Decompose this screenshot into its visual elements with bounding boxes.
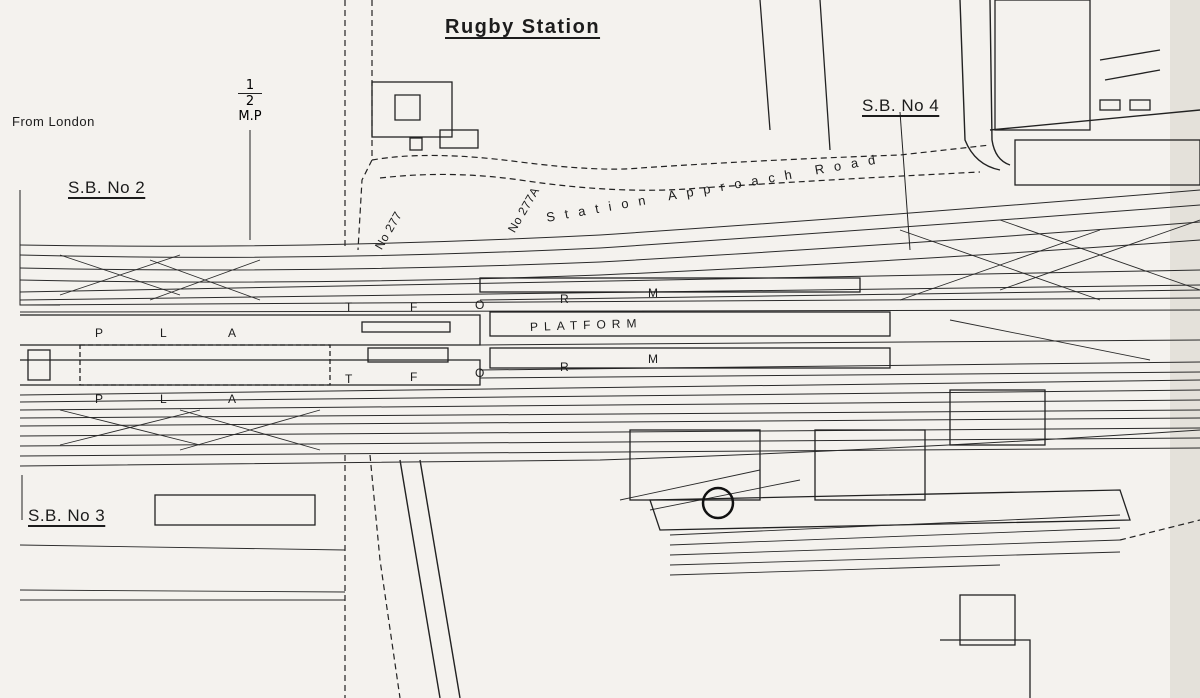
signal-box-4-label: S.B. No 4 <box>862 96 940 115</box>
platform-letter: L <box>160 392 170 406</box>
platform-letter: R <box>560 292 572 306</box>
road-solid <box>399 0 1200 698</box>
buildings-top <box>371 0 1200 186</box>
platform-letter: F <box>410 370 421 384</box>
platform-letter: A <box>228 326 240 340</box>
platform-letter: L <box>160 326 170 340</box>
platforms <box>20 277 891 386</box>
from-london-label: From London <box>12 114 95 129</box>
platform-letter: M <box>648 352 661 366</box>
platform-letter: T <box>345 372 356 386</box>
milepost-denominator: 2 <box>238 93 262 109</box>
milepost-marker: 1 2 M.P <box>238 78 262 124</box>
platform-letter: T <box>345 300 356 314</box>
crossovers <box>59 219 1200 511</box>
page-title: Rugby Station <box>445 16 601 38</box>
milepost-unit: M.P <box>238 109 262 124</box>
goods-buildings <box>154 389 1131 698</box>
platform-letter: O <box>475 366 488 380</box>
road-outlines <box>344 0 1200 698</box>
signal-box-3-label: S.B. No 3 <box>28 506 106 525</box>
turntable <box>701 486 735 520</box>
platform-letter: P <box>95 326 107 340</box>
sidings <box>19 514 1121 601</box>
platform-letter: F <box>410 300 421 314</box>
platform-letter: P <box>95 392 107 406</box>
platform-letter: A <box>228 392 240 406</box>
platform-letter: O <box>475 298 488 312</box>
milepost-numerator: 1 <box>245 78 255 93</box>
platform-letter: R <box>560 360 572 374</box>
pointer-lines <box>19 111 911 520</box>
platform-letter: M <box>648 286 661 300</box>
running-lines <box>19 189 1200 467</box>
signal-box-2-label: S.B. No 2 <box>68 178 146 197</box>
